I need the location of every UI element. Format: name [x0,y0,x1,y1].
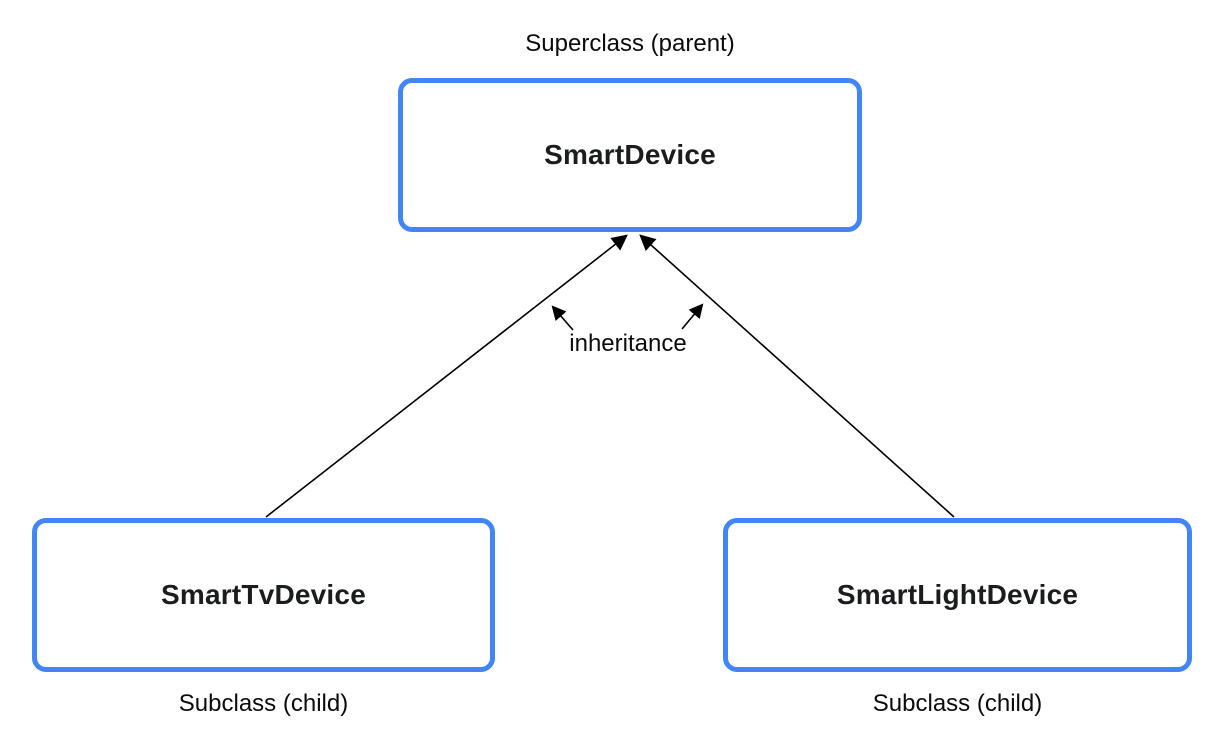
subclass-left-name: SmartTvDevice [161,579,366,610]
label-pointer-arrow-right [681,303,704,330]
inheritance-arrow-right [639,234,955,518]
superclass-name: SmartDevice [544,139,716,170]
subclass-right-box: SmartLightDevice [723,518,1192,672]
subclass-left-box: SmartTvDevice [32,518,495,672]
inheritance-arrow-left [265,234,628,518]
subclass-right-name: SmartLightDevice [836,579,1079,610]
label-pointer-arrow-left [551,305,574,331]
inheritance-label: inheritance [569,330,687,357]
superclass-box: SmartDevice [398,78,862,232]
superclass-role-label: Superclass (parent) [525,30,735,57]
subclass-left-role-label: Subclass (child) [178,690,349,717]
subclass-right-role-label: Subclass (child) [872,690,1043,717]
